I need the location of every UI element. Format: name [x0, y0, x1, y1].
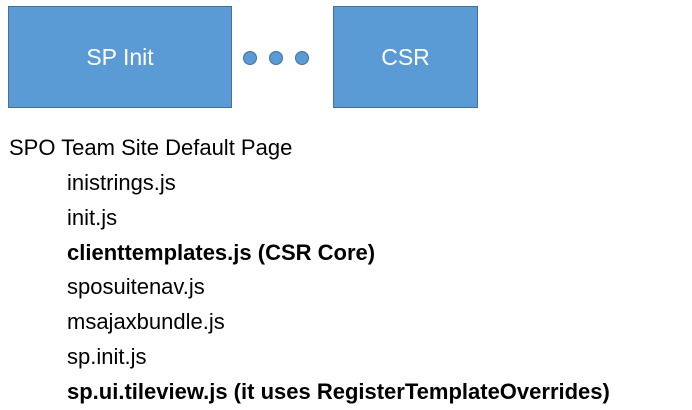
sp-init-box: SP Init — [8, 6, 232, 108]
connector-dot — [243, 51, 257, 65]
list-item: init.js — [67, 204, 118, 230]
connector-dot — [269, 51, 283, 65]
list-item: inistrings.js — [67, 170, 176, 195]
list-item: sp.ui.tileview.js (it uses RegisterTempl… — [67, 378, 610, 404]
csr-box: CSR — [333, 6, 478, 108]
connector-dot — [295, 51, 309, 65]
script-file-list: inistrings.js init.js clienttemplates.js… — [67, 166, 610, 410]
list-item: sp.init.js — [67, 343, 147, 369]
list-item: clienttemplates.js (CSR Core) — [67, 239, 376, 265]
list-item: msajaxbundle.js — [67, 309, 225, 335]
page-title: SPO Team Site Default Page — [9, 135, 293, 160]
sp-init-label: SP Init — [86, 43, 154, 70]
list-item: sposuitenav.js — [67, 274, 205, 300]
csr-label: CSR — [381, 43, 430, 70]
